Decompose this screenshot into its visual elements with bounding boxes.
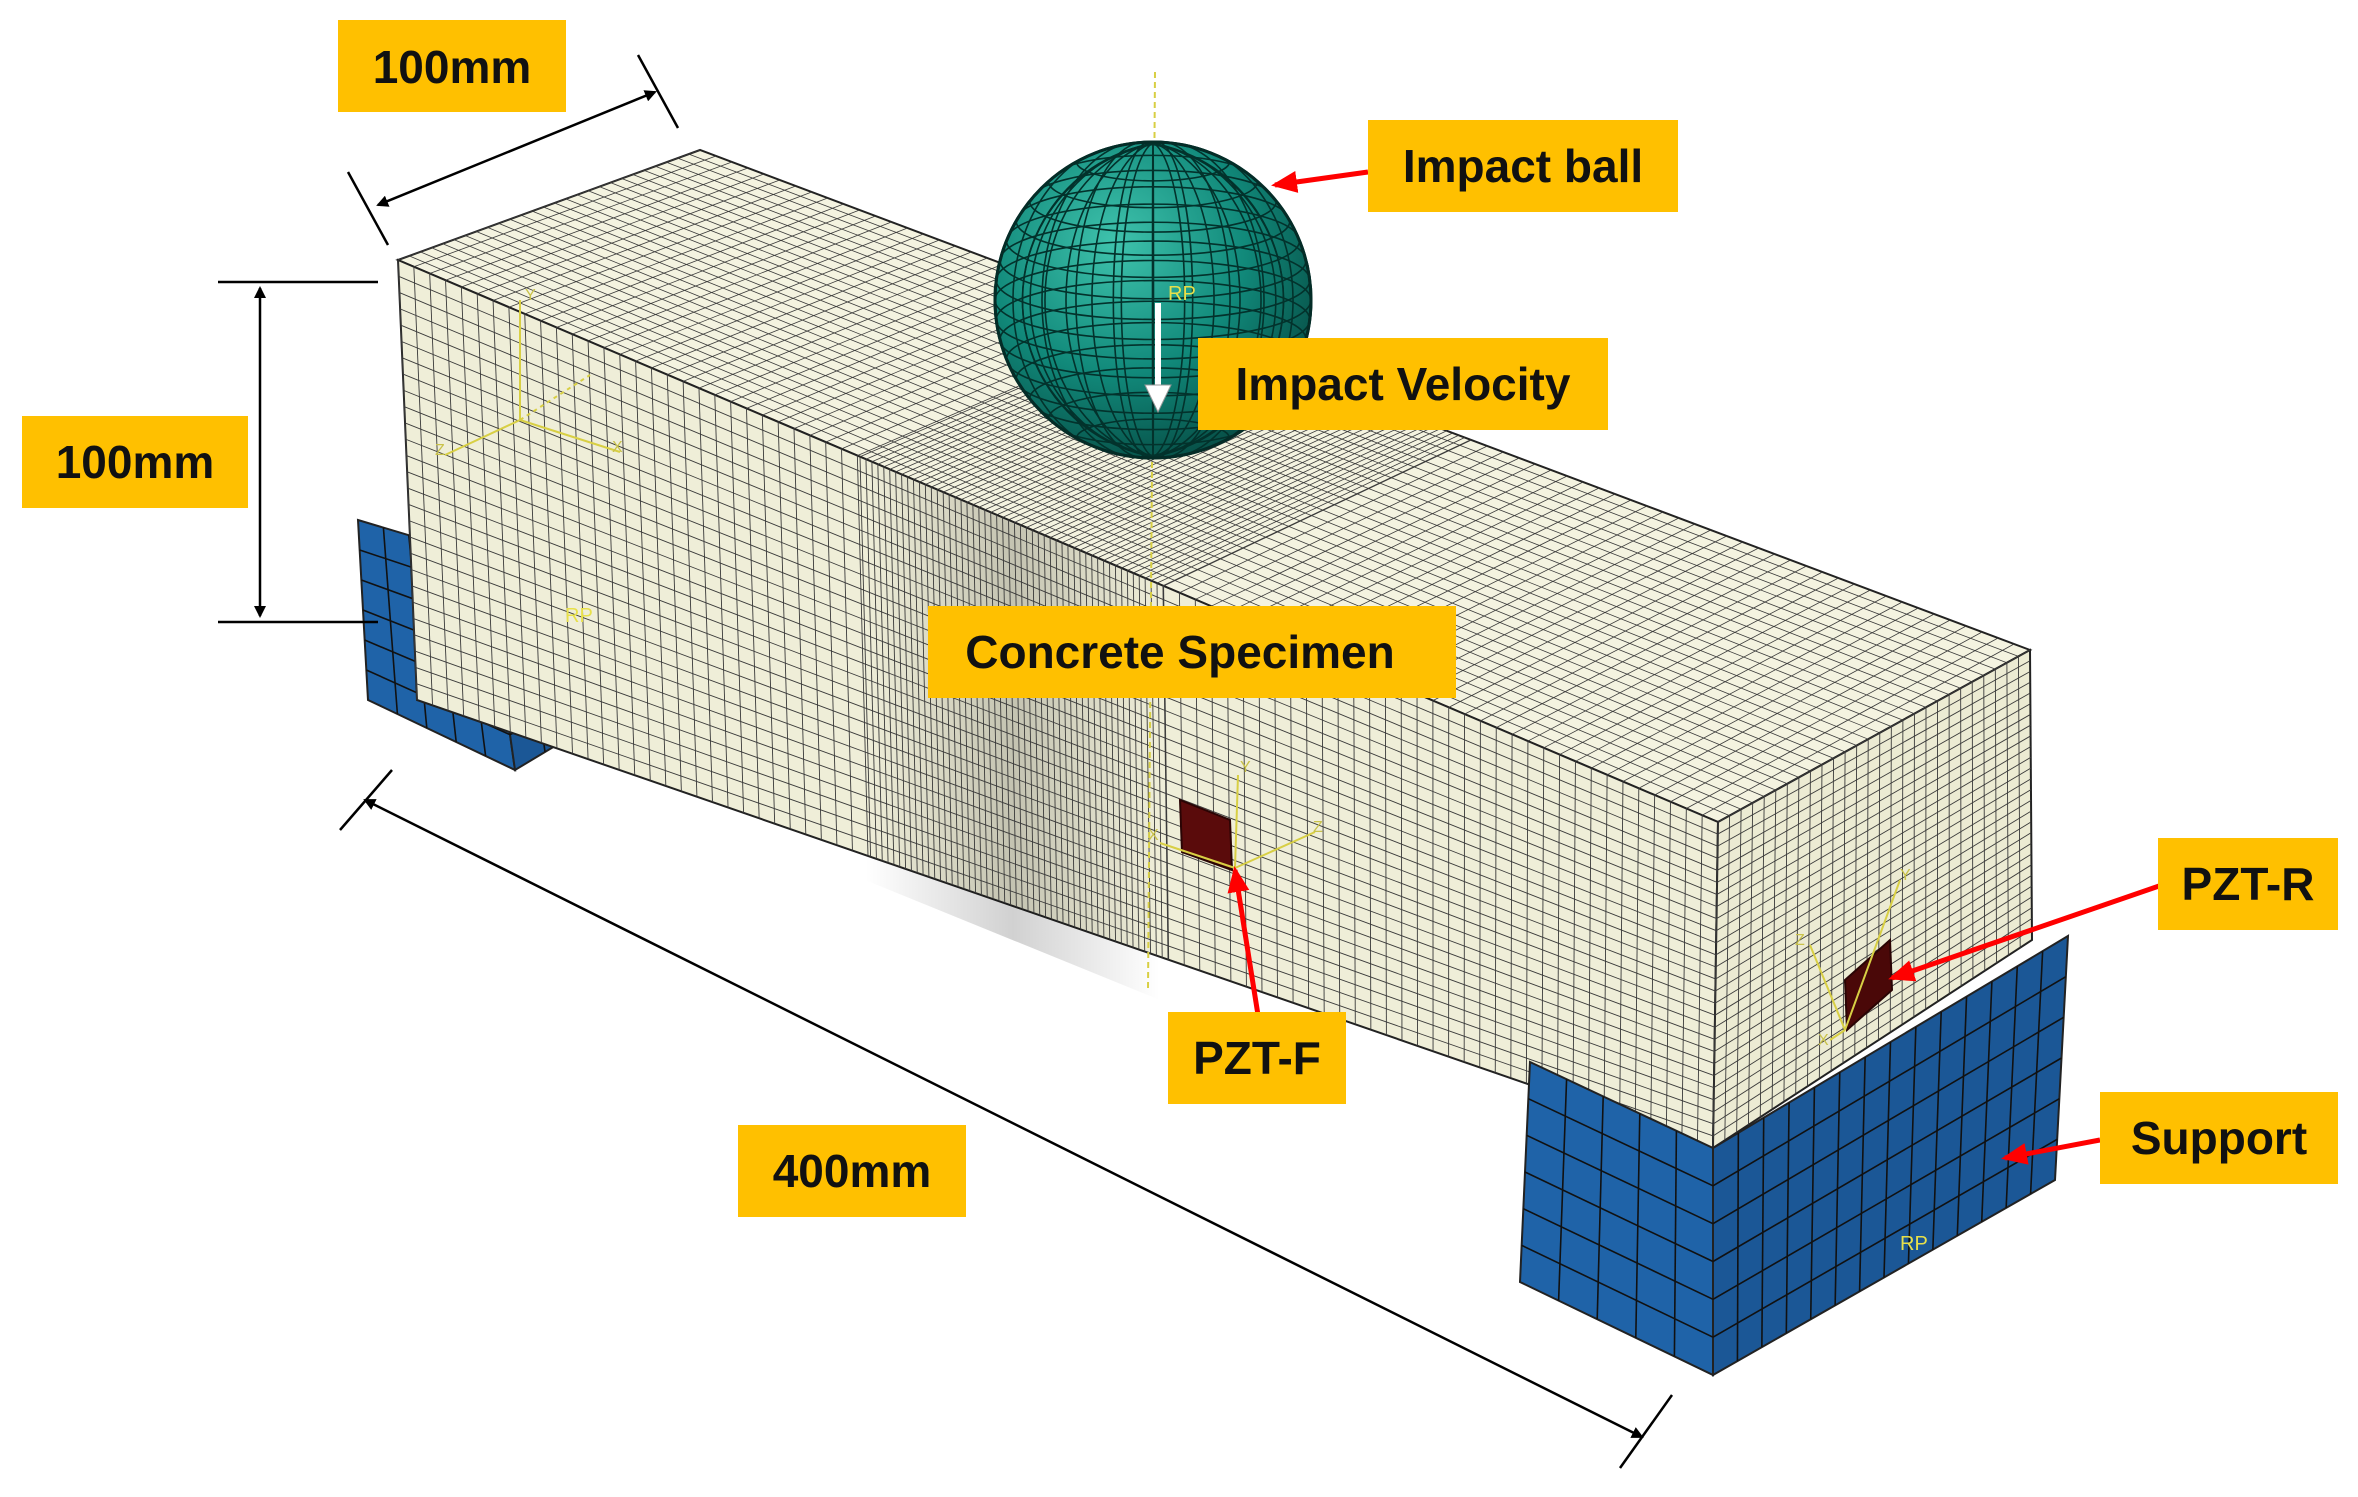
dimension-width [346, 54, 680, 246]
label-pzt-r: PZT-R [2158, 838, 2338, 930]
label-support: Support [2100, 1092, 2338, 1184]
label-length-dim: 400mm [738, 1125, 966, 1217]
label-concrete-specimen: Concrete Specimen [928, 606, 1456, 698]
label-pzt-f-text: PZT-F [1193, 1032, 1321, 1084]
axis-triad-left [444, 300, 621, 456]
label-concrete-specimen-text: Concrete Specimen [965, 626, 1394, 678]
label-pzt-r-text: PZT-R [2182, 858, 2315, 910]
label-impact-ball: Impact ball [1368, 120, 1678, 212]
impact-velocity-arrow [1144, 303, 1172, 414]
pointer-arrows [1227, 169, 2163, 1165]
axis-label-pzt-r-y: Y [1900, 867, 1911, 884]
pzt-r-sensor [1843, 937, 1894, 1033]
label-height-dim-text: 100mm [56, 436, 215, 488]
axis-label-pzt-f-y: Y [1240, 759, 1251, 776]
axis-label-pzt-f-z: Z [1313, 819, 1323, 836]
axis-label-pzt-r-z: Z [1795, 932, 1805, 949]
label-width-dim: 100mm [338, 20, 566, 112]
label-height-dim: 100mm [22, 416, 248, 508]
rp-marker-right-support: RP [1900, 1233, 1928, 1255]
axis-label-left-x: X [612, 439, 623, 456]
rp-marker-ball: RP [1168, 283, 1196, 305]
axis-triad-pzt-r [1809, 879, 1901, 1041]
label-impact-velocity-text: Impact Velocity [1236, 358, 1571, 410]
dimension-height [218, 280, 378, 624]
axis-label-left-z: Z [435, 442, 445, 459]
dimension-length [339, 769, 1674, 1469]
label-support-text: Support [2131, 1112, 2307, 1164]
axis-label-pzt-r-x: X [1818, 1032, 1829, 1049]
label-width-dim-text: 100mm [373, 41, 532, 93]
label-pzt-f: PZT-F [1168, 1012, 1346, 1104]
label-length-dim-text: 400mm [773, 1145, 932, 1197]
label-impact-velocity: Impact Velocity [1198, 338, 1608, 430]
label-impact-ball-text: Impact ball [1403, 140, 1643, 192]
axis-label-left-y: Y [525, 287, 536, 304]
rp-marker-left-support: RP [565, 605, 593, 627]
